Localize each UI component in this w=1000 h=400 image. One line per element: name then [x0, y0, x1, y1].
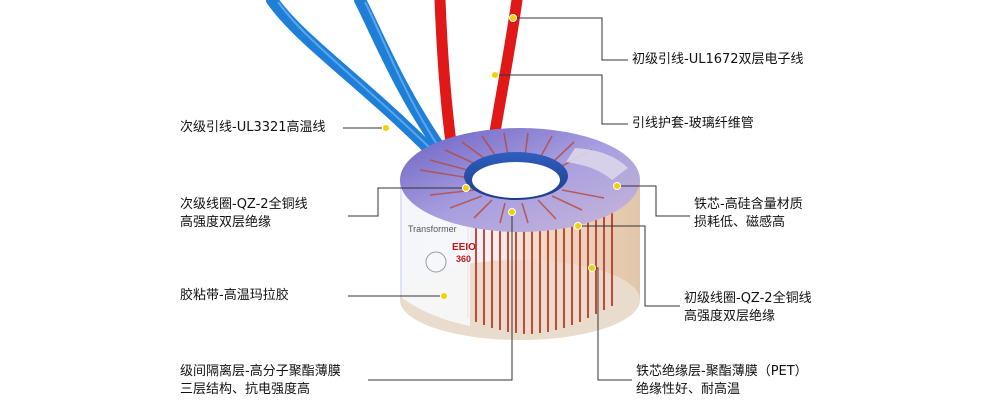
transformer-top	[400, 128, 640, 232]
product-label: Transformer EEIO 360	[408, 224, 476, 273]
core-line2: 损耗低、磁感高	[694, 215, 786, 230]
interlayer-line1: 级间隔离层-高分子聚酯薄膜	[180, 364, 341, 379]
lead-sleeve-label: 引线护套-玻璃纤维管	[632, 116, 754, 131]
primary-coil-label: 初级线圈-QZ-2全铜线 高强度双层绝缘	[684, 290, 812, 326]
primary-lead-label: 初级引线-UL1672双层电子线	[632, 52, 804, 67]
core-line1: 铁芯-高硅含量材质	[694, 197, 803, 212]
interlayer-line2: 三层结构、抗电强度高	[180, 382, 311, 397]
secondary-lead-wires	[266, 0, 446, 156]
secondary-lead-label: 次级引线-UL3321高温线	[180, 120, 326, 135]
product-label-model: 360	[456, 254, 471, 264]
tape-label: 胶粘带-高温玛拉胶	[180, 288, 289, 303]
product-label-brand: EEIO	[452, 242, 476, 253]
core-label: 铁芯-高硅含量材质 损耗低、磁感高	[694, 196, 803, 232]
interlayer-label: 级间隔离层-高分子聚酯薄膜 三层结构、抗电强度高	[180, 363, 341, 399]
secondary-coil-line1: 次级线圈-QZ-2全铜线	[180, 197, 308, 212]
core-insulation-line2: 绝缘性好、耐高温	[636, 382, 741, 397]
secondary-coil-label: 次级线圈-QZ-2全铜线 高强度双层绝缘	[180, 196, 308, 232]
secondary-coil-line2: 高强度双层绝缘	[180, 215, 272, 230]
product-label-text: Transformer	[408, 224, 457, 234]
primary-coil-line2: 高强度双层绝缘	[684, 309, 776, 324]
callout-dots	[382, 14, 621, 300]
primary-coil-line1: 初级线圈-QZ-2全铜线	[684, 291, 812, 306]
core-insulation-line1: 铁芯绝缘层-聚酯薄膜（PET）	[636, 364, 808, 379]
core-insulation-label: 铁芯绝缘层-聚酯薄膜（PET） 绝缘性好、耐高温	[636, 363, 808, 399]
